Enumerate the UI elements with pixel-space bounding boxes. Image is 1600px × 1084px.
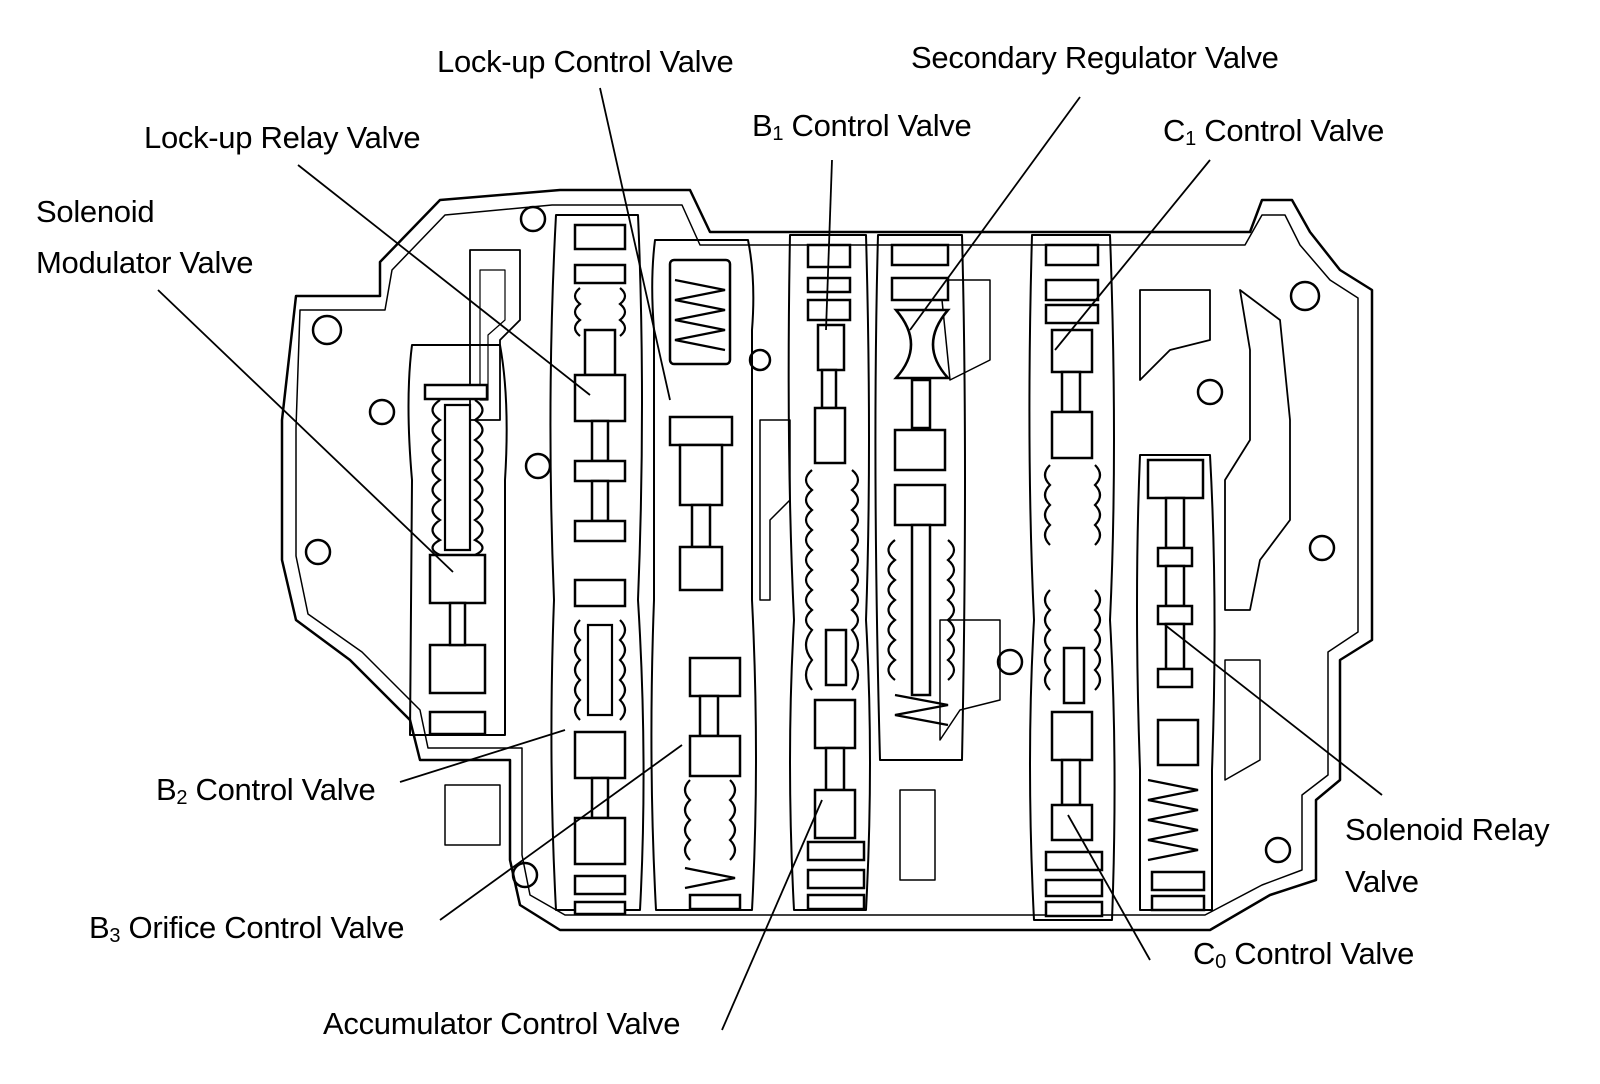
bolt-hole xyxy=(996,648,1024,676)
leader-b1 xyxy=(825,159,833,331)
leader-secondary-regulator xyxy=(909,96,1081,331)
leader-accumulator xyxy=(721,799,823,1031)
leader-b2 xyxy=(399,729,566,783)
spring-lockup-control xyxy=(674,278,726,352)
bore-secondary-regulator xyxy=(874,234,966,761)
spring-secondary-regulator xyxy=(887,539,956,727)
leader-b3 xyxy=(439,744,683,921)
label-b1-control-valve: B1 Control Valve xyxy=(752,108,972,145)
spring-c1 xyxy=(1043,464,1102,691)
bolt-hole xyxy=(311,314,343,346)
label-solenoid-relay-line2: Valve xyxy=(1345,864,1419,899)
bolt-hole xyxy=(524,452,552,480)
leader-c1 xyxy=(1054,159,1211,351)
leader-lines xyxy=(157,87,1383,1031)
leader-c0 xyxy=(1067,814,1151,961)
label-solenoid-relay-line1: Solenoid Relay xyxy=(1345,812,1550,847)
label-lockup-control-valve: Lock-up Control Valve xyxy=(437,44,734,79)
bolt-hole xyxy=(304,538,332,566)
spring-solenoid-relay xyxy=(1147,778,1199,862)
spring-b1 xyxy=(804,469,860,691)
spring-lockup-relay-bottom xyxy=(573,619,627,721)
bolt-hole xyxy=(748,348,772,372)
bore-lockup-relay xyxy=(549,214,645,911)
bolt-hole xyxy=(1264,836,1292,864)
label-solenoid-modulator-line2: Modulator Valve xyxy=(36,245,254,280)
leader-lockup-control xyxy=(599,87,671,401)
spring-lockup-relay-top xyxy=(573,287,627,337)
bolt-hole xyxy=(1196,378,1224,406)
springs xyxy=(431,278,1199,890)
label-c0-control-valve: C0 Control Valve xyxy=(1193,936,1415,973)
bolt-hole xyxy=(511,861,539,889)
label-lockup-relay-valve: Lock-up Relay Valve xyxy=(144,120,421,155)
bore-solenoid-modulator xyxy=(407,344,508,736)
label-b3-orifice-control-valve: B3 Orifice Control Valve xyxy=(89,910,405,947)
spring-solenoid-modulator xyxy=(431,399,484,556)
label-b2-control-valve: B2 Control Valve xyxy=(156,772,376,809)
spring-lockup-control-bottom xyxy=(683,779,737,890)
bolt-hole xyxy=(519,205,547,233)
leader-solenoid-relay xyxy=(1164,624,1383,796)
bore-c1 xyxy=(1028,234,1116,921)
leader-solenoid-modulator xyxy=(157,289,454,573)
bore-b1 xyxy=(787,234,871,911)
label-accumulator-control-valve: Accumulator Control Valve xyxy=(323,1006,681,1041)
leader-lockup-relay xyxy=(297,164,591,396)
label-solenoid-modulator-line1: Solenoid xyxy=(36,194,155,229)
label-c1-control-valve: C1 Control Valve xyxy=(1163,113,1385,150)
bolt-hole xyxy=(368,398,396,426)
bolt-hole xyxy=(1289,280,1321,312)
bore-solenoid-relay xyxy=(1136,454,1216,911)
bolt-hole xyxy=(1308,534,1336,562)
label-secondary-regulator-valve: Secondary Regulator Valve xyxy=(911,40,1279,75)
